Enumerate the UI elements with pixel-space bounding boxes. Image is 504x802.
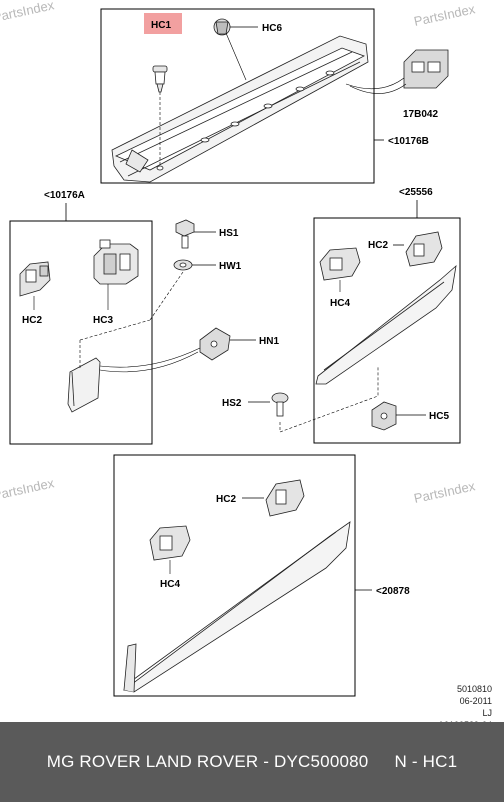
frame-left-assembly (9, 220, 153, 445)
sill-panel-drawing (111, 35, 369, 183)
hc5-clip-icon (371, 401, 397, 431)
hc1-highlight (144, 13, 182, 34)
watermark-top-left: PartsIndex (0, 0, 56, 25)
callout-10176a: <10176A (44, 190, 85, 201)
callout-10176b: <10176B (388, 136, 429, 147)
callout-hn1: HN1 (259, 336, 279, 347)
callout-hs2: HS2 (222, 398, 242, 409)
callout-17b042: 17B042 (403, 109, 438, 120)
callout-hc2-left: HC2 (22, 315, 42, 326)
callout-hc1: HC1 (151, 20, 171, 31)
callout-hc2-bottom: HC2 (216, 494, 236, 505)
hn1-nut-icon (199, 327, 231, 361)
callout-hc3: HC3 (93, 315, 113, 326)
callout-hc6: HC6 (262, 23, 282, 34)
hc4-bottom-clip-icon (149, 525, 191, 561)
hs2-screw-icon (271, 392, 289, 417)
footer-part-number: MG ROVER LAND ROVER - DYC500080 (46, 752, 369, 771)
footer-position-code: N - HC1 (394, 752, 458, 771)
meta-line-2: 06-2011 (459, 696, 492, 706)
right-dashed-line (279, 366, 379, 433)
hc1-clip-icon (152, 65, 168, 93)
watermark-mid-right: PartsIndex (413, 478, 477, 506)
callout-hc4-bottom: HC4 (160, 579, 180, 590)
frame-bottom-assembly (113, 454, 356, 697)
hc6-leader-pin (225, 32, 247, 81)
hw1-washer-icon (173, 259, 193, 271)
left-dashed-diagonal (79, 319, 151, 341)
watermark-top-right: PartsIndex (413, 1, 477, 29)
hc3-clip-icon (93, 239, 139, 285)
hc2-left-clip-icon (19, 261, 51, 297)
part-17b042-leader-2 (349, 83, 407, 94)
callout-hc4-right: HC4 (330, 298, 350, 309)
frame-right-assembly (313, 217, 461, 444)
frame-top-assembly (100, 8, 375, 184)
parts-diagram: PartsIndex PartsIndex PartsIndex PartsIn… (0, 0, 477, 697)
callout-20878: <20878 (376, 586, 410, 597)
callout-hc5: HC5 (429, 411, 449, 422)
hc4-right-clip-icon (319, 247, 361, 281)
meta-line-3: LJ (482, 708, 492, 718)
meta-line-1: 5010810 (456, 684, 492, 694)
callout-hs1: HS1 (219, 228, 239, 239)
watermark-mid-left: PartsIndex (0, 475, 56, 503)
left-trim-piece-icon (67, 357, 101, 413)
part-17b042-icon (403, 49, 449, 89)
trim-leader-1 (99, 347, 201, 368)
hs1-bolt-icon (175, 219, 195, 249)
callout-25556: <25556 (399, 187, 433, 198)
footer-bar: MG ROVER LAND ROVER - DYC500080 N - HC1 (0, 722, 504, 802)
hc6-clip-icon (213, 18, 231, 36)
callout-hw1: HW1 (219, 261, 242, 272)
right-trim-strip (315, 264, 457, 385)
hs1-dashed-line (149, 271, 184, 321)
trim-leader-2 (99, 351, 199, 373)
callout-hc2-right: HC2 (368, 240, 388, 251)
hc2-right-clip-icon (405, 231, 443, 267)
part-17b042-leader (345, 77, 405, 90)
hc2-bottom-clip-icon (265, 479, 305, 517)
bottom-trim-strip (123, 521, 351, 693)
